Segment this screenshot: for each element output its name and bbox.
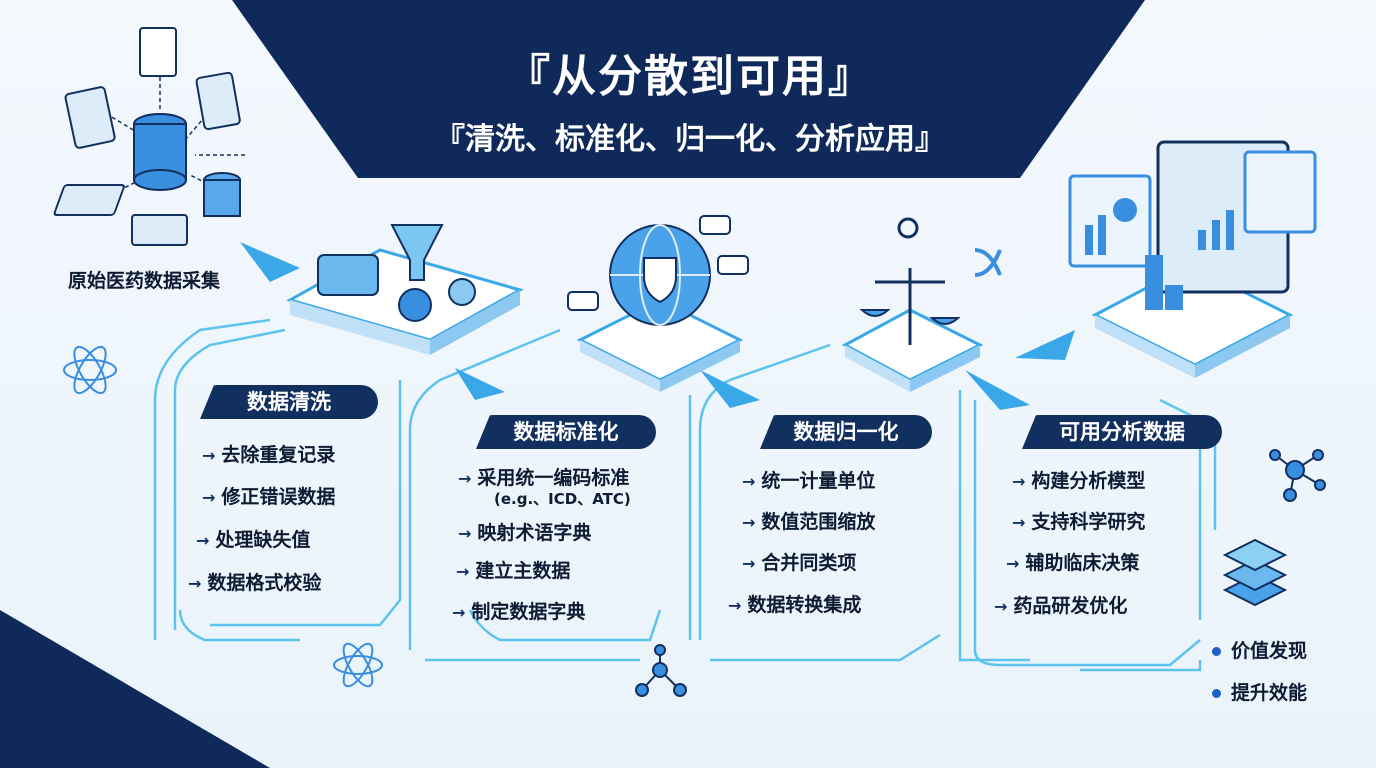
arrow-icon: →	[742, 554, 756, 573]
arrow-icon: →	[742, 513, 756, 532]
arrow-icon: →	[196, 531, 210, 550]
arrow-icon: →	[202, 446, 216, 465]
page-subtitle: 『清洗、标准化、归一化、分析应用』	[435, 122, 945, 157]
stage-header-normalization: 数据归一化	[760, 415, 932, 449]
bullet-icon	[1212, 647, 1221, 656]
arrow-icon: →	[188, 574, 202, 593]
source-label: 原始医药数据采集	[68, 270, 221, 292]
stage-item: →数据格式校验	[188, 572, 322, 594]
normalization-platform-illustration	[841, 217, 1002, 392]
arrow-icon: →	[1006, 554, 1020, 573]
stage-item: →去除重复记录	[202, 444, 336, 466]
stage-item: →修正错误数据	[202, 486, 336, 508]
stage-item: →映射术语字典	[458, 522, 592, 544]
arrow-icon: →	[202, 488, 216, 507]
arrow-icon: →	[452, 603, 466, 622]
stage-item: →制定数据字典	[452, 601, 586, 623]
stage-item: →建立主数据	[456, 560, 571, 582]
stage-header-analysis: 可用分析数据	[1022, 415, 1222, 449]
stage-header-cleaning: 数据清洗	[200, 385, 378, 419]
stage-item: →采用统一编码标准	[458, 467, 630, 489]
corner-triangle	[0, 610, 270, 768]
arrow-icon: →	[1012, 472, 1026, 491]
cleaning-platform-illustration	[286, 224, 524, 355]
outcome-item: 价值发现	[1212, 636, 1307, 663]
source-data-icons	[53, 27, 245, 246]
flow-arrows	[240, 242, 1075, 410]
molecule-icons	[635, 449, 1326, 697]
standardization-platform-illustration	[567, 215, 749, 392]
stage-item: →辅助临床决策	[1006, 552, 1140, 574]
arrow-icon: →	[728, 596, 742, 615]
atom-icons	[63, 345, 383, 688]
stage-header-standardization: 数据标准化	[476, 415, 656, 449]
arrow-icon: →	[458, 469, 472, 488]
arrow-icon: →	[742, 472, 756, 491]
server-stack-icon	[1222, 538, 1288, 607]
stage-item: →数据转换集成	[728, 594, 862, 616]
arrow-icon: →	[994, 597, 1008, 616]
stage-item: →构建分析模型	[1012, 470, 1146, 492]
outcome-item: 提升效能	[1212, 678, 1307, 705]
flow-lines	[153, 318, 1217, 672]
bullet-icon	[1212, 689, 1221, 698]
analytics-monitor-illustration	[1068, 140, 1317, 378]
top-banner	[232, 0, 1145, 178]
stage-item: →药品研发优化	[994, 595, 1128, 617]
stage-item-note: (e.g.、ICD、ATC)	[494, 490, 631, 508]
stage-item: →合并同类项	[742, 552, 857, 574]
stage-item: →处理缺失值	[196, 529, 311, 551]
stage-item: →支持科学研究	[1012, 511, 1146, 533]
arrow-icon: →	[458, 524, 472, 543]
arrow-icon: →	[1012, 513, 1026, 532]
stage-item: →数值范围缩放	[742, 511, 876, 533]
page-title: 『从分散到可用』	[506, 51, 874, 102]
stage-item: →统一计量单位	[742, 470, 876, 492]
arrow-icon: →	[456, 562, 470, 581]
